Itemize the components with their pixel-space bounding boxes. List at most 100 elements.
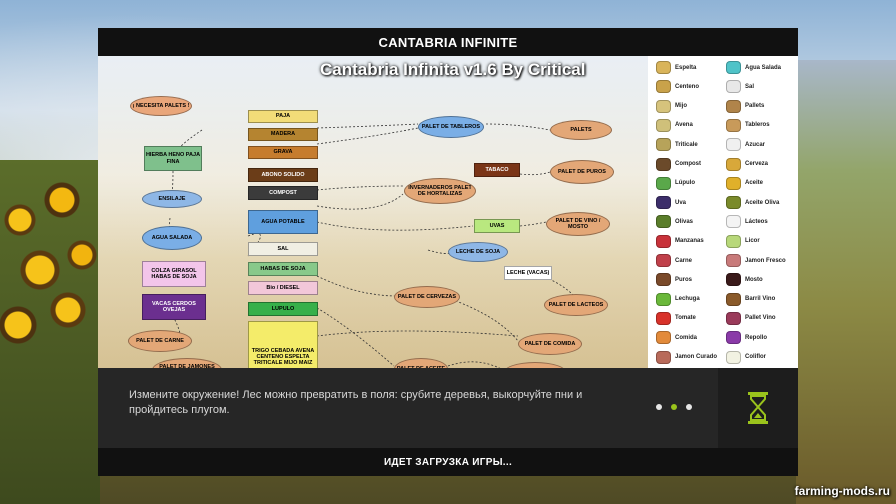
product-item: Lácteos xyxy=(726,215,768,229)
product-icon xyxy=(656,215,671,229)
map-title: CANTABRIA INFINITE xyxy=(98,28,798,56)
product-icon xyxy=(656,118,671,132)
node-necesita-palets: ¡ NECESITA PALETS ! xyxy=(130,96,192,116)
tip-page-dot-2[interactable] xyxy=(671,404,677,410)
product-icon xyxy=(656,311,671,325)
node-hierba: HIERBA HENO PAJA FINA xyxy=(144,146,202,171)
product-icon xyxy=(726,292,741,306)
product-label: Olivas xyxy=(675,218,694,225)
node-palet-puros: PALET DE PUROS xyxy=(550,160,614,184)
product-icon xyxy=(726,138,741,152)
product-label: Tomate xyxy=(675,315,696,322)
node-madera: MADERA xyxy=(248,128,318,141)
node-palet-lacteos: PALET DE LACTEOS xyxy=(544,294,608,316)
product-item: Carne xyxy=(656,254,692,267)
product-icon xyxy=(726,176,741,190)
product-item: Lechuga xyxy=(656,292,700,306)
product-item: Mijo xyxy=(656,99,687,113)
node-colza: COLZA GIRASOL HABAS DE SOJA xyxy=(142,261,206,287)
product-icon xyxy=(726,99,741,113)
product-label: Espelta xyxy=(675,64,697,71)
product-icon xyxy=(726,215,741,229)
product-label: Aceite xyxy=(745,180,764,187)
node-vacas: VACAS CERDOS OVEJAS xyxy=(142,294,206,320)
node-compost: COMPOST xyxy=(248,186,318,200)
product-label: Avena xyxy=(675,122,693,129)
product-item: Comida xyxy=(656,331,698,345)
product-icon xyxy=(656,196,671,210)
product-item: Agua Salada xyxy=(726,61,781,74)
product-icon xyxy=(656,61,671,74)
map-preview: Cantabria Infinita v1.6 By Critical ¡ NE… xyxy=(98,56,798,396)
product-item: Aceite Oliva xyxy=(726,196,780,210)
node-leche-vacas: LECHE (VACAS) xyxy=(504,266,552,280)
product-label: Tableros xyxy=(745,122,770,129)
product-item: Sal xyxy=(726,80,755,94)
node-tabaco: TABACO xyxy=(474,163,520,177)
product-item: Compost xyxy=(656,157,701,171)
tip-panel: Измените окружение! Лес можно превратить… xyxy=(98,368,718,448)
product-label: Comida xyxy=(675,334,698,341)
product-item: Olivas xyxy=(656,215,694,229)
product-icon xyxy=(726,118,741,132)
product-item: Cerveza xyxy=(726,157,768,171)
product-label: Pallet Vino xyxy=(745,315,776,322)
product-icon xyxy=(726,331,741,345)
background-farm-field xyxy=(796,60,896,504)
tip-pagination xyxy=(656,404,692,410)
node-lupulo: LUPULO xyxy=(248,302,318,316)
node-bio-diesel: Bio / DIESEL xyxy=(248,281,318,295)
production-chain-diagram: Cantabria Infinita v1.6 By Critical ¡ NE… xyxy=(98,56,648,396)
product-icon xyxy=(656,331,671,345)
product-icon xyxy=(726,61,741,74)
node-grava: GRAVA xyxy=(248,146,318,159)
node-agua-potable: AGUA POTABLE xyxy=(248,210,318,234)
node-paja: PAJA xyxy=(248,110,318,123)
node-ensilaje: ENSILAJE xyxy=(142,190,202,208)
product-item: Uva xyxy=(656,196,687,210)
product-icon xyxy=(726,196,741,210)
node-palets: PALETS xyxy=(550,120,612,140)
diagram-title: Cantabria Infinita v1.6 By Critical xyxy=(320,60,586,79)
product-item: Jamon Fresco xyxy=(726,254,786,267)
product-icon xyxy=(656,176,671,190)
product-item: Repollo xyxy=(726,331,767,345)
product-item: Triticale xyxy=(656,138,698,152)
product-label: Jamon Curado xyxy=(675,354,718,360)
product-icon xyxy=(656,157,671,171)
tip-text: Измените окружение! Лес можно превратить… xyxy=(129,389,583,416)
product-label: Carne xyxy=(675,257,693,264)
product-icon xyxy=(656,292,671,306)
tip-page-dot-1[interactable] xyxy=(656,404,662,410)
tip-page-dot-3[interactable] xyxy=(686,404,692,410)
node-agua-salada: AGUA SALADA xyxy=(142,226,202,250)
product-label: Aceite Oliva xyxy=(745,199,780,206)
product-item: Azucar xyxy=(726,138,766,152)
node-palet-cervezas: PALET DE CERVEZAS xyxy=(394,286,460,308)
product-label: Lúpulo xyxy=(675,180,695,187)
product-item: Lúpulo xyxy=(656,176,695,190)
product-item: Jamon Curado xyxy=(656,350,718,364)
product-item: Avena xyxy=(656,118,693,132)
product-item: Pallets xyxy=(726,99,764,113)
product-label: Uva xyxy=(675,199,687,206)
node-habas-soja: HABAS DE SOJA xyxy=(248,262,318,276)
product-label: Licor xyxy=(745,238,760,245)
node-sal: SAL xyxy=(248,242,318,256)
product-icon xyxy=(656,254,671,267)
product-icon xyxy=(656,99,671,113)
node-invernaderos: INVERNADEROS PALET DE HORTALIZAS xyxy=(404,178,476,204)
product-label: Azucar xyxy=(745,141,766,148)
node-palet-vino: PALET DE VINO / MOSTO xyxy=(546,212,610,236)
product-label: Mosto xyxy=(745,276,763,283)
node-abono: ABONO SOLIDO xyxy=(248,168,318,182)
watermark: farming-mods.ru xyxy=(794,484,890,498)
product-icon xyxy=(656,80,671,94)
product-item: Espelta xyxy=(656,61,696,74)
product-label: Sal xyxy=(745,83,755,90)
loading-screen-window: CANTABRIA INFINITE xyxy=(98,28,798,476)
product-item: Tableros xyxy=(726,118,770,132)
product-icon xyxy=(656,273,671,287)
product-icon xyxy=(726,350,741,364)
product-label: Centeno xyxy=(675,83,699,90)
